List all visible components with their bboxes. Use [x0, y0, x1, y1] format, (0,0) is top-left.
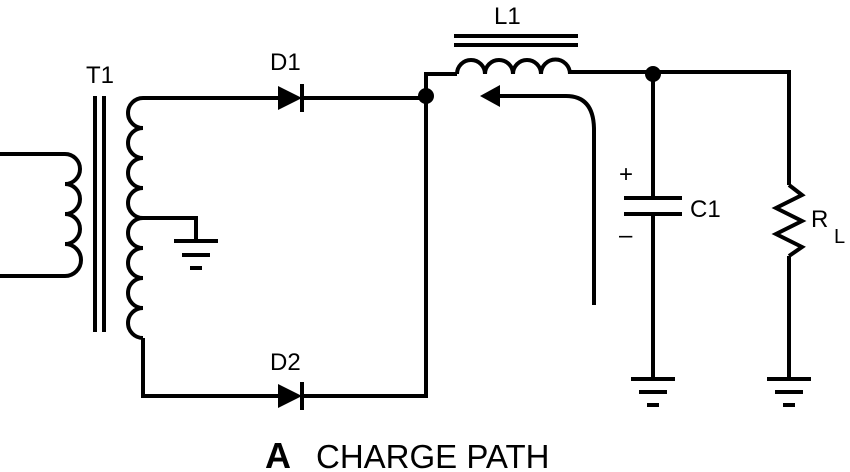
- inductor-l1: L1: [424, 3, 578, 96]
- inductor-l1-winding: [455, 57, 572, 75]
- ground-symbol-c1: [631, 377, 675, 407]
- primary-winding: [64, 152, 83, 278]
- resistor-rl: R L: [771, 183, 845, 378]
- caption-text: CHARGE PATH: [316, 438, 549, 472]
- ground-symbol-rl: [767, 377, 811, 407]
- charge-path-line: [496, 94, 596, 305]
- diode-d2-triangle: [278, 384, 302, 408]
- capacitor-c1: + – C1: [619, 74, 721, 378]
- label-rl: R: [811, 206, 828, 233]
- wire-junction-to-l1: [424, 72, 457, 96]
- charge-path-arrow: [480, 85, 596, 305]
- diode-d1: D1: [270, 49, 304, 112]
- transformer-t1: T1: [0, 62, 218, 340]
- charge-path-arrowhead: [480, 85, 500, 107]
- wire-secondary-bottom-to-d2: [141, 338, 278, 398]
- label-c1-plus: +: [619, 161, 633, 188]
- label-d1: D1: [270, 49, 301, 76]
- diode-d2: D2: [270, 349, 304, 410]
- diode-d1-triangle: [278, 86, 302, 110]
- wire-l1-to-c1-node: [570, 70, 791, 185]
- caption-letter: A: [265, 435, 291, 472]
- label-l1: L1: [494, 3, 521, 30]
- secondary-winding: [126, 96, 144, 340]
- figure-caption: A CHARGE PATH: [265, 435, 549, 472]
- label-c1-minus: –: [619, 222, 633, 249]
- ground-symbol-center-tap: [174, 239, 218, 270]
- center-tap-wire: [143, 216, 198, 240]
- label-rl-subscript: L: [834, 226, 845, 248]
- resistor-rl-zigzag: [771, 183, 807, 258]
- label-t1: T1: [86, 62, 114, 89]
- label-d2: D2: [270, 349, 301, 376]
- label-c1: C1: [690, 196, 721, 223]
- wire-d2-to-common: [302, 98, 428, 398]
